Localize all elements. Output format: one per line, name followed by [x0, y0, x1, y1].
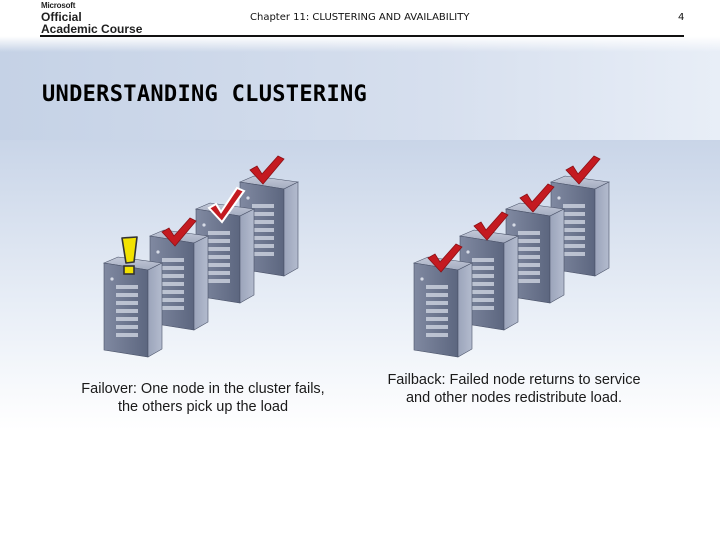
failover-caption-line2: the others pick up the load — [117, 399, 289, 415]
slide-title: UNDERSTANDING CLUSTERING — [42, 82, 368, 107]
failback-caption-line1: Failback: Failed node returns to service — [387, 372, 641, 388]
failover-server-group — [103, 155, 299, 358]
failback-caption: Failback: Failed node returns to service… — [368, 371, 660, 407]
header-background — [0, 0, 720, 52]
logo-microsoft: Microsoft — [41, 1, 76, 10]
microsoft-official-academic-course-logo: Microsoft Official Academic Course — [41, 1, 143, 36]
header-rule — [40, 35, 684, 37]
logo-academic-course: Academic Course — [41, 22, 143, 36]
server-icon — [413, 256, 473, 358]
failback-server-group — [413, 155, 610, 358]
failover-caption: Failover: One node in the cluster fails,… — [58, 380, 348, 416]
page-number: 4 — [678, 12, 685, 23]
logo-official: Official — [41, 10, 82, 24]
failover-caption-line1: Failover: One node in the cluster fails, — [81, 381, 325, 397]
exclamation-icon — [121, 236, 138, 275]
check-mark-icon — [207, 186, 246, 224]
chapter-heading: Chapter 11: CLUSTERING AND AVAILABILITY — [250, 12, 470, 23]
failback-caption-line2: and other nodes redistribute load. — [405, 390, 623, 406]
